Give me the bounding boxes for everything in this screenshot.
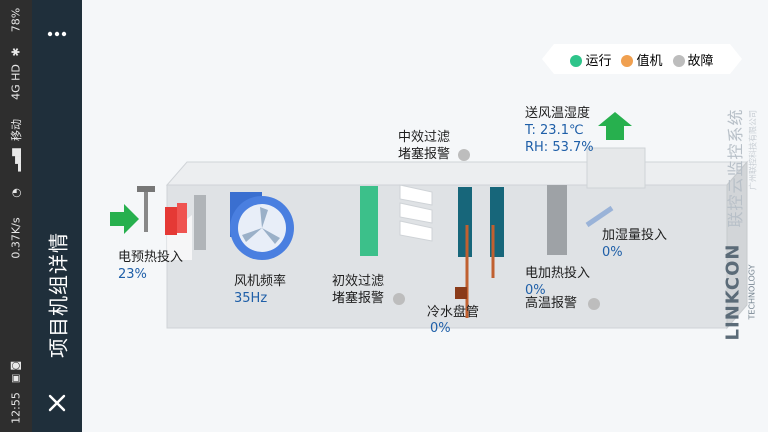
outlet-box <box>586 147 646 189</box>
housing-top <box>165 161 749 186</box>
inlet-arrow-icon <box>110 204 139 234</box>
close-button[interactable] <box>37 383 77 423</box>
medium-filter-alarm-label: 堵塞报警 <box>398 147 451 162</box>
medium-filter-label: 中效过滤 <box>398 130 451 145</box>
standby-dot <box>621 55 634 67</box>
cooling-coil-label: 冷水盘管 <box>427 305 480 320</box>
signal-icon: ▂▄▆ <box>10 148 22 172</box>
humidify-value: 0% <box>602 245 623 260</box>
primary-filter <box>360 186 378 256</box>
medium-filter-alarm-dot <box>458 149 470 161</box>
fault-dot <box>672 55 685 67</box>
legend-running: 运行 <box>570 50 611 69</box>
preheat-label: 电预热投入 <box>118 250 184 265</box>
primary-filter-alarm-label: 堵塞报警 <box>332 291 385 306</box>
status-legend: 运行 值机 故障 <box>542 44 742 74</box>
fan-freq-label: 风机频率 <box>234 274 287 289</box>
brand-company: 广州联控科技有限公司 <box>748 110 758 190</box>
brand-logo: LINKCON <box>722 243 744 341</box>
notification-icon: ▣ ◙ <box>10 360 22 384</box>
preheat-coil <box>165 207 177 235</box>
more-button[interactable] <box>37 14 77 54</box>
legend-fault: 故障 <box>672 50 714 69</box>
bluetooth-icon: ✱ <box>9 47 23 57</box>
wifi-icon: ◔ <box>9 188 23 198</box>
electric-heat-value: 0% <box>525 283 546 298</box>
cooling-coil-1 <box>458 187 472 257</box>
preheat-cap <box>137 186 155 192</box>
electric-heater <box>547 185 567 255</box>
main-content: 运行 值机 故障 <box>82 0 768 432</box>
network-type: 4G HD <box>9 64 23 100</box>
running-dot <box>570 55 583 67</box>
preheat-rod <box>144 190 148 232</box>
damper <box>194 195 206 250</box>
housing-side <box>726 160 748 330</box>
fan-freq-value: 35Hz <box>234 291 268 306</box>
outlet-arrow-icon <box>598 112 632 140</box>
primary-filter-label: 初效过滤 <box>332 274 385 289</box>
chilled-water-valve-icon <box>455 287 467 299</box>
carrier-label: 移动 <box>10 119 23 141</box>
high-temp-alarm-dot <box>588 298 600 310</box>
page-title: 项目机组详情 <box>46 232 71 358</box>
battery-level: 78% <box>9 7 23 33</box>
brand-system-name: 联控云监控系统 <box>726 108 745 228</box>
brand-tagline: TECHNOLOGY <box>747 264 757 320</box>
primary-filter-alarm-dot <box>393 293 405 305</box>
high-temp-alarm-label: 高温报警 <box>525 296 578 311</box>
close-icon <box>48 394 66 412</box>
clock: 12:55 <box>9 392 23 424</box>
humidify-label: 加湿量投入 <box>602 228 668 243</box>
network-speed: 0.37K/s <box>9 217 23 259</box>
cooling-coil-value: 0% <box>430 321 451 336</box>
supply-air-label: 送风温湿度 <box>525 106 591 121</box>
medium-filter-bags <box>399 184 433 242</box>
legend-standby: 值机 <box>621 50 663 69</box>
electric-heat-label: 电加热投入 <box>525 266 591 281</box>
supply-air-rh: RH: 53.7% <box>525 140 594 155</box>
header-bar: 项目机组详情 <box>32 0 82 432</box>
more-icon <box>47 31 67 37</box>
preheat-coil-2 <box>177 203 187 233</box>
preheat-value: 23% <box>118 267 147 282</box>
fan-blades-icon <box>242 207 280 244</box>
supply-air-temp: T: 23.1℃ <box>525 123 584 138</box>
ahu-diagram <box>110 112 749 330</box>
status-bar: 12:55 ▣ ◙ 0.37K/s ◔ ▂▄▆ 移动 4G HD ✱ 78% <box>0 0 32 432</box>
humidifier-icon <box>585 205 614 228</box>
